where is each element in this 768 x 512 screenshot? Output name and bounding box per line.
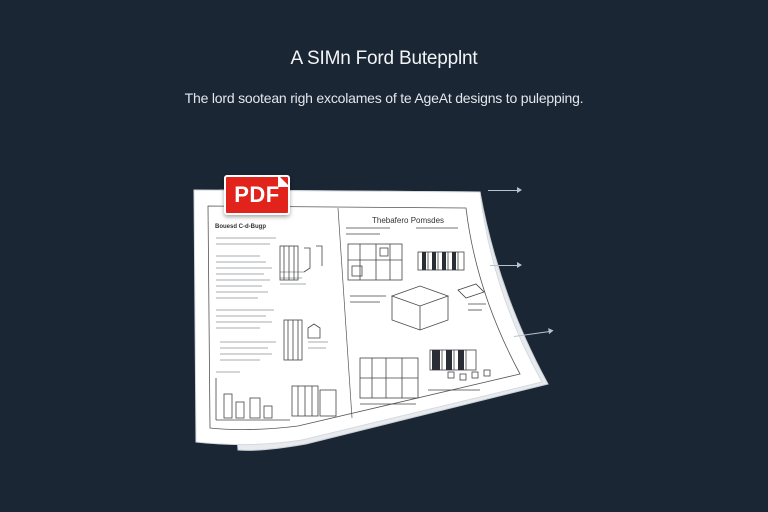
document-heading-right: Thebafero Pomsdes xyxy=(372,216,445,225)
document-sheets xyxy=(193,189,549,451)
pdf-icon: PDF xyxy=(224,175,290,215)
blueprint-document: Bouesd C-d-Bugp Thebafero Pomsdes PDF xyxy=(180,172,560,462)
page-subtitle: The lord sootean righ excolames of te Ag… xyxy=(184,90,584,106)
page-title: A SIMn Ford Butepplnt xyxy=(290,48,478,69)
arrow-right-icon xyxy=(490,262,522,268)
arrow-right-icon xyxy=(488,187,522,193)
document-heading-left: Bouesd C-d-Bugp xyxy=(215,224,266,230)
